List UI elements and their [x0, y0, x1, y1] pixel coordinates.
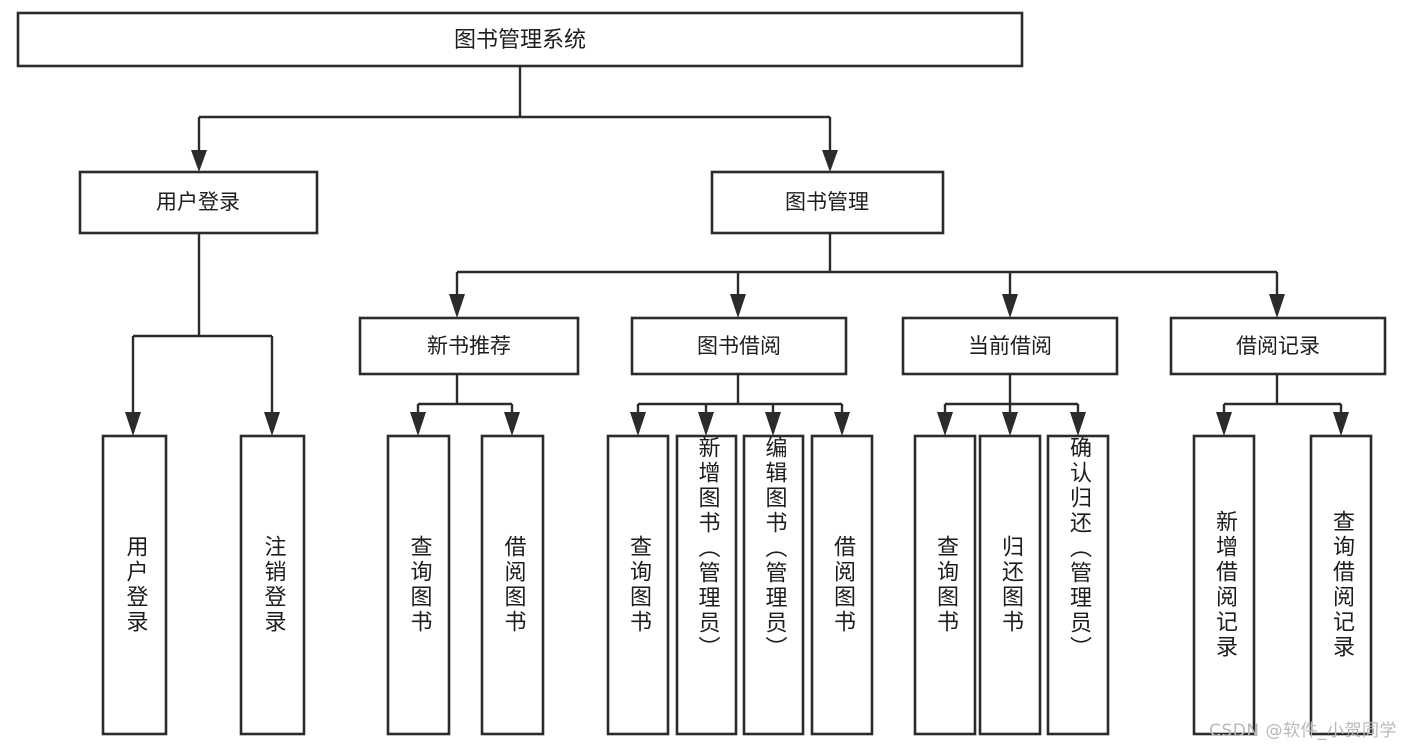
- node-user-login[interactable]: [78, 170, 319, 235]
- arrow-to-leaf-record-query: [1333, 412, 1349, 436]
- arrow-to-leaf-borrow-add: [698, 412, 714, 436]
- node-leaf-user-login[interactable]: [101, 434, 168, 736]
- arrow-to-borrow-record: [1269, 294, 1285, 318]
- node-book-management[interactable]: [710, 170, 945, 235]
- node-leaf-borrow-edit-book[interactable]: [742, 434, 805, 736]
- arrow-to-book-borrow: [730, 294, 746, 318]
- arrow-to-leaf-borrow-borrow: [834, 412, 850, 436]
- arrow-to-book-manage: [822, 150, 838, 172]
- node-current-borrow[interactable]: [901, 316, 1119, 376]
- node-leaf-borrow-add-book[interactable]: [675, 434, 738, 736]
- arrow-to-leaf-current-query: [937, 412, 953, 436]
- node-leaf-borrow-query-book[interactable]: [606, 434, 670, 736]
- node-new-book-recommend[interactable]: [358, 316, 580, 376]
- node-leaf-recommend-query-book[interactable]: [386, 434, 451, 736]
- arrow-to-leaf-current-confirm: [1070, 412, 1086, 436]
- node-leaf-current-return-book[interactable]: [978, 434, 1042, 736]
- node-leaf-recommend-borrow-book[interactable]: [480, 434, 545, 736]
- connector-layer: [125, 66, 1349, 436]
- node-leaf-record-add[interactable]: [1192, 434, 1256, 736]
- node-book-management-label: 图书管理: [785, 190, 869, 214]
- node-user-login-label: 用户登录: [156, 190, 240, 214]
- arrow-to-leaf-current-return: [1002, 412, 1018, 436]
- node-root-label: 图书管理系统: [454, 28, 586, 53]
- node-leaf-borrow-borrow-book[interactable]: [810, 434, 874, 736]
- node-new-book-recommend-label: 新书推荐: [427, 334, 511, 358]
- arrow-to-leaf-borrow-edit: [765, 412, 781, 436]
- arrow-to-leaf-user-login: [125, 412, 141, 436]
- node-book-borrow[interactable]: [630, 316, 848, 376]
- node-leaf-logout[interactable]: [239, 434, 306, 736]
- node-root-book-management-system[interactable]: [16, 11, 1024, 68]
- arrow-to-leaf-borrow-query: [630, 412, 646, 436]
- node-current-borrow-label: 当前借阅: [968, 334, 1052, 358]
- node-borrow-record[interactable]: [1169, 316, 1387, 376]
- arrow-to-leaf-record-add: [1216, 412, 1232, 436]
- arrow-to-leaf-new-book-query: [410, 412, 426, 436]
- arrow-to-new-book-recommend: [449, 294, 465, 318]
- arrow-to-current-borrow: [1002, 294, 1018, 318]
- arrow-to-user-login: [191, 150, 207, 172]
- arrow-to-leaf-new-book-borrow: [504, 412, 520, 436]
- node-leaf-record-query[interactable]: [1309, 434, 1373, 736]
- node-leaf-current-confirm-return[interactable]: [1046, 434, 1110, 736]
- node-leaf-current-query-book[interactable]: [913, 434, 977, 736]
- node-book-borrow-label: 图书借阅: [697, 334, 781, 358]
- node-borrow-record-label: 借阅记录: [1236, 334, 1320, 358]
- arrow-to-leaf-logout: [264, 412, 280, 436]
- node-layer: 图书管理系统 用户登录 图书管理 新书推荐 图书借阅 当前借阅 借阅记录: [16, 11, 1387, 736]
